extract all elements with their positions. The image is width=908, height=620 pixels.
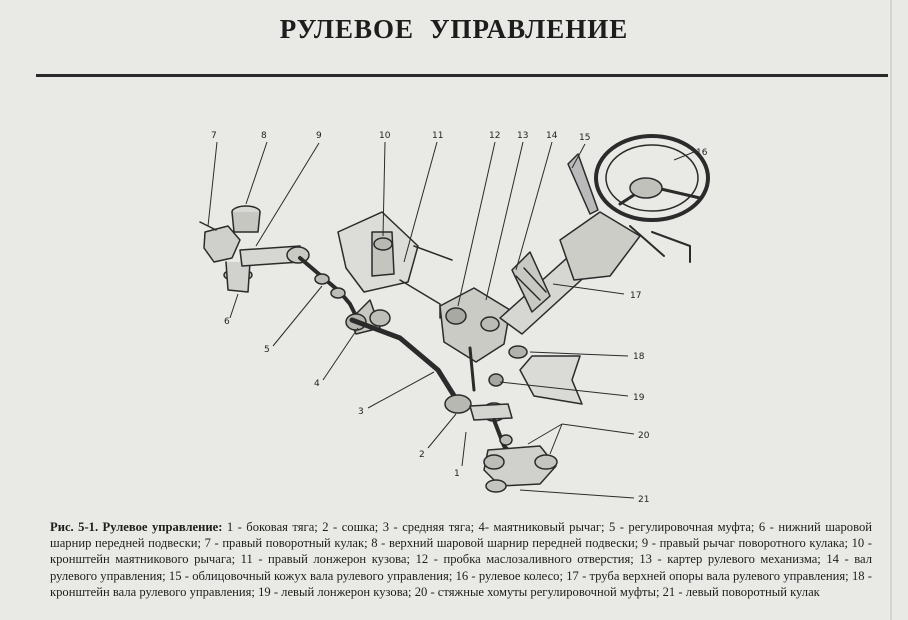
callout-3: 3 <box>358 407 364 417</box>
callout-8: 8 <box>261 131 267 141</box>
callout-20: 20 <box>638 431 650 441</box>
figure-caption: Рис. 5-1. Рулевое управление: 1 - бокова… <box>50 519 872 600</box>
callout-1: 1 <box>454 469 460 479</box>
callout-2: 2 <box>419 450 425 460</box>
callout-15: 15 <box>579 133 590 143</box>
callout-12: 12 <box>489 131 500 141</box>
caption-label: Рис. 5-1. Рулевое управление: <box>50 520 223 534</box>
callout-10: 10 <box>379 131 391 141</box>
callout-19: 19 <box>633 393 645 403</box>
callout-17: 17 <box>630 291 641 301</box>
callout-13: 13 <box>517 131 528 141</box>
title-rule <box>36 74 888 77</box>
callout-11: 11 <box>432 131 443 141</box>
callout-9: 9 <box>316 131 322 141</box>
callout-7: 7 <box>211 131 217 141</box>
callout-21: 21 <box>638 495 649 505</box>
callout-16: 16 <box>696 148 708 158</box>
right-knuckle-shape <box>203 225 241 263</box>
callout-6: 6 <box>224 317 230 327</box>
page-edge-shadow <box>890 0 892 620</box>
callout-4: 4 <box>314 379 320 389</box>
page-title: РУЛЕВОЕ УПРАВЛЕНИЕ <box>279 14 629 44</box>
callout-14: 14 <box>546 131 558 141</box>
steering-diagram: 7 8 9 10 11 12 13 14 15 16 17 18 19 20 2… <box>199 131 710 505</box>
callout-18: 18 <box>633 352 645 362</box>
caption-text: 1 - боковая тяга; 2 - сошка; 3 - средняя… <box>50 520 872 599</box>
callout-5: 5 <box>264 345 270 355</box>
